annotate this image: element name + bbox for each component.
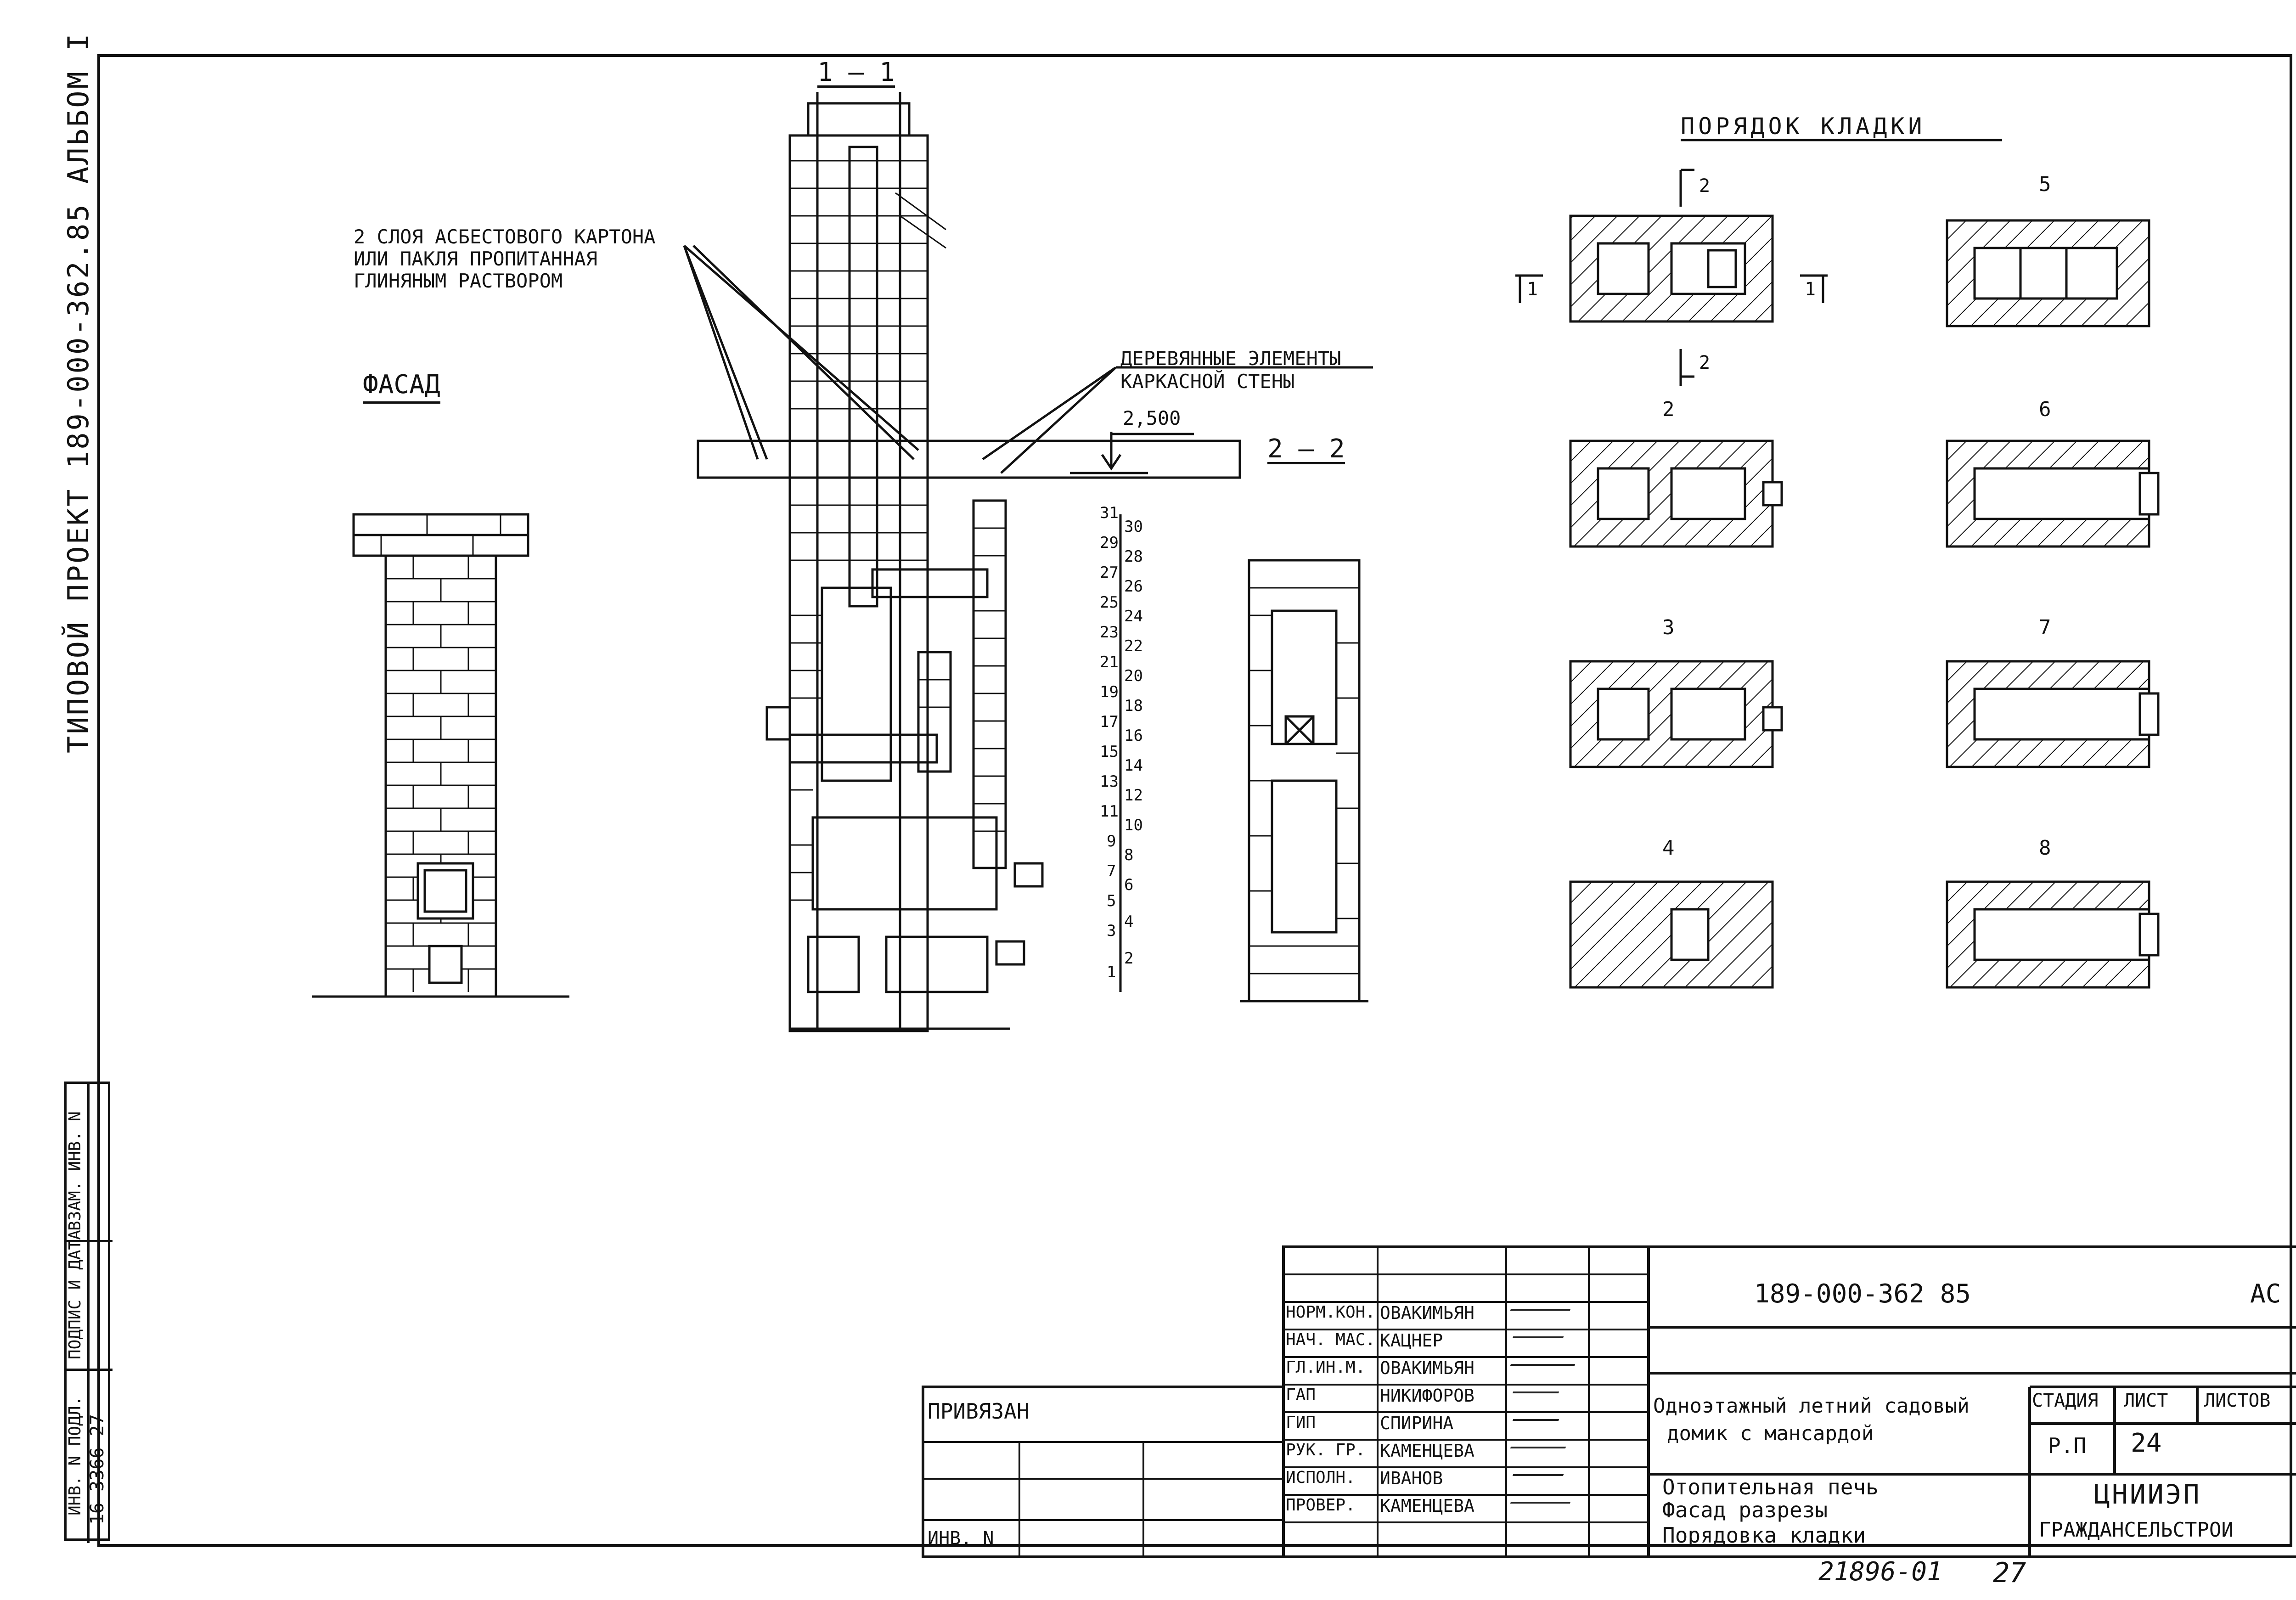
wood-note-1: ДЕРЕВЯННЫЕ ЭЛЕМЕНТЫ <box>1120 347 1341 370</box>
project-name-1: Одноэтажный летний садовый <box>1653 1394 1970 1418</box>
row-number: 8 <box>1124 846 1134 864</box>
org-name-2: ГРАЖДАНСЕЛЬСТРОИ <box>2039 1518 2234 1542</box>
plan-label: 6 <box>2039 398 2051 421</box>
page-number: 27 <box>1993 1557 2026 1589</box>
sheet-name-1: Отопительная печь <box>1662 1475 1879 1499</box>
section-code: АС <box>2250 1279 2281 1309</box>
row-number: 26 <box>1124 577 1143 596</box>
asbestos-note-2: ИЛИ ПАКЛЯ ПРОПИТАННАЯ <box>354 248 598 270</box>
signature <box>1510 1350 1581 1366</box>
role-cell: НОРМ.КОН. <box>1286 1303 1376 1322</box>
row-number: 13 <box>1100 772 1119 791</box>
row-number: 12 <box>1124 786 1143 805</box>
row-number: 4 <box>1124 913 1134 931</box>
archive-number: 21896-01 <box>1818 1557 1942 1587</box>
name-cell: СПИРИНА <box>1380 1413 1454 1433</box>
name-cell: ИВАНОВ <box>1380 1468 1443 1488</box>
row-number: 16 <box>1124 727 1143 745</box>
plan-label: 3 <box>1662 616 1675 639</box>
signature <box>1510 1488 1576 1504</box>
plan-label: 2 <box>1699 352 1711 373</box>
row-number: 7 <box>1107 862 1116 880</box>
row-number: 20 <box>1124 667 1143 685</box>
plan-label: 2 <box>1699 175 1711 197</box>
row-number: 2 <box>1124 949 1134 968</box>
sheet-name-2: Фасад разрезы <box>1662 1498 1828 1522</box>
sheets-header: ЛИСТОВ <box>2204 1390 2271 1411</box>
org-name-1: ЦНИИЭП <box>2094 1479 2201 1510</box>
row-number: 9 <box>1107 832 1116 851</box>
role-cell: ИСПОЛН. <box>1286 1468 1356 1487</box>
plan-label: 7 <box>2039 616 2051 639</box>
row-number: 14 <box>1124 756 1143 775</box>
row-number: 10 <box>1124 816 1143 834</box>
drawing-frame <box>97 54 2292 1547</box>
signature <box>1512 1378 1564 1393</box>
signature <box>1512 1460 1569 1476</box>
signature <box>1510 1433 1571 1448</box>
row-number: 11 <box>1100 802 1119 821</box>
order-title: ПОРЯДОК КЛАДКИ <box>1681 113 1926 140</box>
section-2-title: 2 – 2 <box>1267 434 1345 464</box>
inv-label: ИНВ. N <box>928 1528 994 1549</box>
plan-label: 8 <box>2039 836 2051 860</box>
signature <box>1512 1405 1564 1421</box>
wood-note-2: КАРКАСНОЙ СТЕНЫ <box>1120 370 1295 393</box>
privyazan-label: ПРИВЯЗАН <box>928 1399 1030 1424</box>
facade-title: ФАСАД <box>363 372 440 404</box>
row-number: 29 <box>1100 534 1119 552</box>
row-number: 15 <box>1100 743 1119 761</box>
plan-label: 1 <box>1527 279 1538 300</box>
row-number: 27 <box>1100 563 1119 582</box>
stage-header: СТАДИЯ <box>2032 1390 2099 1411</box>
asbestos-note-1: 2 СЛОЯ АСБЕСТОВОГО КАРТОНА <box>354 225 656 248</box>
name-cell: КАЦНЕР <box>1380 1330 1443 1351</box>
row-number: 5 <box>1107 892 1116 910</box>
project-name-2: домик с мансардой <box>1667 1422 1874 1445</box>
row-number: 31 <box>1100 504 1119 522</box>
role-cell: ГИП <box>1286 1413 1316 1432</box>
asbestos-note-3: ГЛИНЯНЫМ РАСТВОРОМ <box>354 270 563 292</box>
role-cell: НАЧ. МАС. <box>1286 1330 1376 1349</box>
row-number: 30 <box>1124 518 1143 536</box>
row-number: 24 <box>1124 607 1143 625</box>
role-cell: ГАП <box>1286 1386 1316 1404</box>
name-cell: НИКИФОРОВ <box>1380 1386 1474 1406</box>
row-number: 21 <box>1100 653 1119 671</box>
sheet-value: 24 <box>2131 1428 2162 1458</box>
sheet-name-3: Порядовка кладки <box>1662 1523 1866 1548</box>
name-cell: КАМЕНЦЕВА <box>1380 1496 1474 1516</box>
side-stamp <box>64 1082 113 1543</box>
plan-label: 1 <box>1805 279 1816 300</box>
row-number: 19 <box>1100 683 1119 701</box>
row-number: 25 <box>1100 593 1119 612</box>
stage-value: Р.П <box>2048 1433 2087 1458</box>
sheet-header: ЛИСТ <box>2124 1390 2168 1411</box>
plan-label: 2 <box>1662 398 1675 421</box>
row-number: 18 <box>1124 697 1143 715</box>
row-number: 3 <box>1107 922 1116 940</box>
elevation-label: 2,500 <box>1123 407 1181 429</box>
name-cell: КАМЕНЦЕВА <box>1380 1441 1474 1461</box>
row-number: 23 <box>1100 623 1119 642</box>
name-cell: ОВАКИМЬЯН <box>1380 1303 1474 1323</box>
role-cell: ПРОВЕР. <box>1286 1496 1356 1515</box>
project-code: 189-000-362 85 <box>1754 1279 1971 1309</box>
signature <box>1512 1323 1569 1338</box>
role-cell: РУК. ГР. <box>1286 1441 1366 1459</box>
name-cell: ОВАКИМЬЯН <box>1380 1358 1474 1378</box>
row-number: 22 <box>1124 637 1143 655</box>
row-number: 6 <box>1124 876 1134 894</box>
signature <box>1510 1295 1576 1311</box>
section-1-title: 1 – 1 <box>817 57 895 88</box>
plan-label: 5 <box>2039 173 2051 196</box>
row-number: 28 <box>1124 547 1143 566</box>
row-number: 17 <box>1100 713 1119 731</box>
row-number: 1 <box>1107 963 1116 981</box>
role-cell: ГЛ.ИН.М. <box>1286 1358 1366 1377</box>
plan-label: 4 <box>1662 836 1675 860</box>
